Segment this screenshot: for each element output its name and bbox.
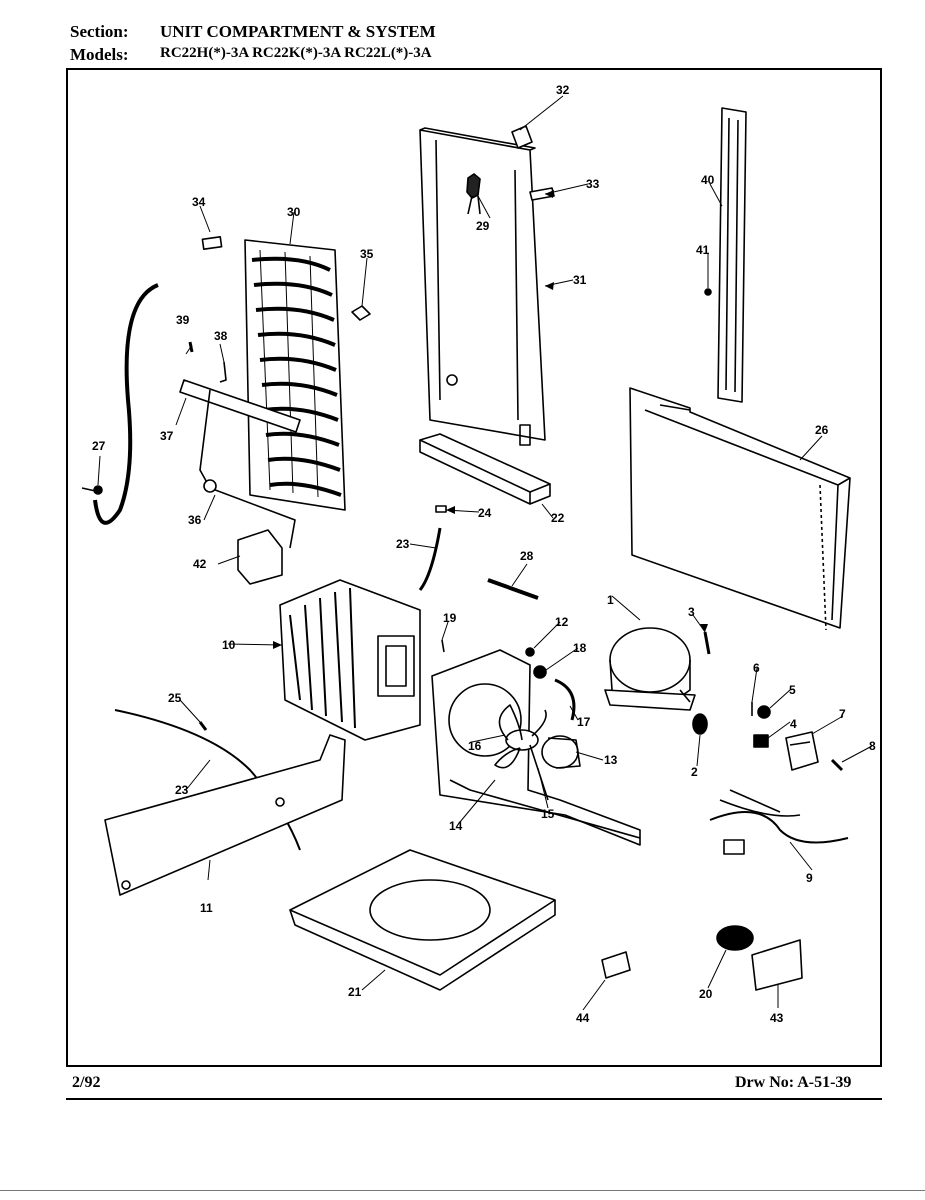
footer-rule xyxy=(66,1098,882,1100)
clip-part-34 xyxy=(201,235,223,251)
part-number-label: 9 xyxy=(806,871,813,885)
part-number-label: 26 xyxy=(815,423,829,437)
drain-pan-part-21 xyxy=(289,849,556,991)
grommet-part-2 xyxy=(692,713,708,735)
clip-part-24 xyxy=(435,505,447,513)
part-number-label: 13 xyxy=(604,753,618,767)
screw-part-19 xyxy=(441,639,445,653)
condenser-coil-part-30 xyxy=(244,239,346,511)
part-number-label: 11 xyxy=(200,901,213,915)
part-number-label: 10 xyxy=(222,638,236,652)
revision-date: 2/92 xyxy=(72,1074,101,1091)
thermostat-part-29 xyxy=(466,173,481,215)
part-number-label: 4 xyxy=(790,717,797,731)
drain-trough-part-22 xyxy=(419,433,551,505)
heater-part-20 xyxy=(716,925,754,951)
compressor-part-1 xyxy=(604,627,696,711)
clip-part-35 xyxy=(351,305,371,321)
part-number-label: 20 xyxy=(699,987,713,1001)
part-number-label: 23 xyxy=(175,783,189,797)
part-number-label: 7 xyxy=(839,707,846,721)
plate-part-43 xyxy=(751,939,803,991)
part-number-label: 12 xyxy=(555,615,569,629)
part-number-label: 8 xyxy=(869,739,876,753)
part-number-label: 6 xyxy=(753,661,760,675)
part-number-label: 44 xyxy=(576,1011,590,1025)
grommet-part-18 xyxy=(533,665,547,679)
rod-part-28 xyxy=(487,578,539,600)
evaporator-part-26 xyxy=(629,387,851,631)
part-number-label: 21 xyxy=(348,985,362,999)
part-number-label: 33 xyxy=(586,177,600,191)
section-title: UNIT COMPARTMENT & SYSTEM xyxy=(160,22,436,41)
bolt-part-3 xyxy=(703,631,711,655)
pin-part-8 xyxy=(830,758,844,772)
part-number-label: 36 xyxy=(188,513,202,527)
part-number-label: 34 xyxy=(192,195,206,209)
part-number-label: 16 xyxy=(468,739,482,753)
power-cord-part-9 xyxy=(709,789,849,855)
fan-shroud-part-14 xyxy=(431,649,641,846)
part-number-label: 15 xyxy=(541,807,555,821)
part-number-label: 27 xyxy=(92,439,106,453)
part-number-label: 40 xyxy=(701,173,715,187)
clip-part-33 xyxy=(529,187,555,201)
fan-motor-part-13 xyxy=(541,735,581,769)
part-number-label: 39 xyxy=(176,313,190,327)
part-number-label: 25 xyxy=(168,691,182,705)
cap-part-5 xyxy=(757,705,771,719)
part-number-label: 38 xyxy=(214,329,228,343)
part-number-label: 1 xyxy=(607,593,614,607)
part-number-label: 28 xyxy=(520,549,534,563)
part-number-label: 17 xyxy=(577,715,591,729)
part-number-label: 35 xyxy=(360,247,374,261)
part-number-label: 19 xyxy=(443,611,457,625)
bracket-part-17 xyxy=(554,678,576,721)
diagram-frame xyxy=(66,68,882,1067)
part-number-label: 37 xyxy=(160,429,174,443)
part-number-label: 23 xyxy=(396,537,410,551)
models-list: RC22H(*)-3A RC22K(*)-3A RC22L(*)-3A xyxy=(160,45,432,61)
part-number-label: 41 xyxy=(696,243,710,257)
switch-part-44 xyxy=(601,951,631,979)
models-label: Models: xyxy=(70,45,129,64)
overload-part-4 xyxy=(753,734,769,748)
part-number-label: 14 xyxy=(449,819,463,833)
drain-hose-part-27 xyxy=(81,283,159,525)
vertical-strip-part-40 xyxy=(717,107,747,403)
screw-part-41 xyxy=(704,288,712,296)
bracket-part-42 xyxy=(237,529,283,585)
section-label: Section: xyxy=(70,22,129,41)
drawing-number: Drw No: A-51-39 xyxy=(735,1074,852,1091)
part-number-label: 31 xyxy=(573,273,587,287)
nut-part-12 xyxy=(525,647,535,657)
part-number-label: 22 xyxy=(551,511,565,525)
part-number-label: 30 xyxy=(287,205,301,219)
back-panel-part-31 xyxy=(419,127,546,446)
part-number-label: 2 xyxy=(691,765,698,779)
tube-part-23-upper xyxy=(418,527,442,591)
page-bottom-rule xyxy=(0,1190,925,1191)
part-number-label: 43 xyxy=(770,1011,784,1025)
part-number-label: 5 xyxy=(789,683,796,697)
part-number-label: 3 xyxy=(688,605,695,619)
condenser-part-10 xyxy=(279,579,421,741)
relay-part-7 xyxy=(785,731,819,771)
rail-part-11 xyxy=(104,734,346,896)
part-number-label: 24 xyxy=(478,506,492,520)
part-number-label: 29 xyxy=(476,219,490,233)
spring-part-38 xyxy=(219,361,227,383)
part-number-label: 42 xyxy=(193,557,207,571)
part-number-label: 32 xyxy=(556,83,570,97)
screw-part-25 xyxy=(198,721,208,731)
part-number-label: 18 xyxy=(573,641,587,655)
bracket-part-32 xyxy=(511,125,533,149)
